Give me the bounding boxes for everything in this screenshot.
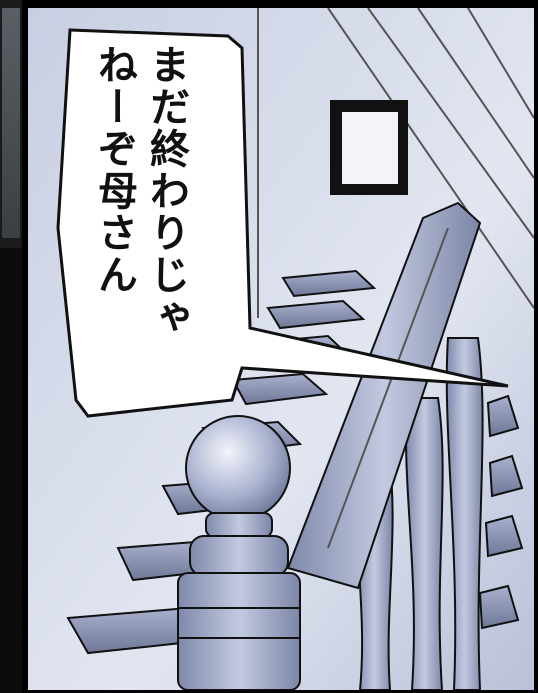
speech-line-1: まだ終わりじゃ: [143, 44, 189, 338]
left-panel-bottom: [0, 248, 22, 693]
handrail: [286, 201, 482, 590]
right-steps: [478, 394, 524, 630]
left-panel-strip: [0, 0, 22, 693]
staircase-scene: [28, 8, 534, 690]
speech-bubble: [56, 28, 509, 418]
newel-post: [177, 415, 301, 690]
window: [330, 100, 408, 195]
ceiling-lines: [257, 8, 534, 318]
speech-line-2: ねーぞ母さん: [91, 44, 137, 296]
left-panel-top: [2, 8, 20, 238]
speech-bubble-text: まだ終わりじゃ ねーぞ母さん: [60, 44, 220, 394]
